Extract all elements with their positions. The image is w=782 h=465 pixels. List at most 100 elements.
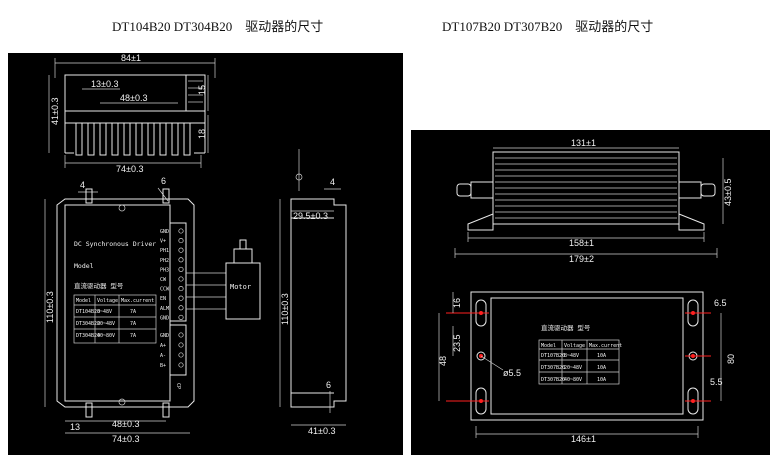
th-model: Model [76,298,91,304]
label-right: 直流驱动器 型号 [541,323,591,332]
cp-label: CP [175,383,181,389]
dim-dia: ø5.5 [503,368,521,378]
th-voltage: Voltage [97,298,118,304]
front-view: 4 6 DC Synchronous Driver Model 直流驱动器 型号… [44,176,261,444]
spec-table-left: Model Voltage Max.current DT104B20 8~48V… [73,294,157,344]
terminal-screw [178,295,184,301]
td: 40~80V [97,333,115,339]
terminal-screw [178,276,184,282]
th-current: Max.current [589,343,622,349]
top-view-right: 131±1 43±0.5 158±1 17 [454,138,733,264]
terminal-label: B+ [160,363,166,369]
dim-15: 15 [197,85,207,95]
td: DT307B20 [541,365,565,371]
terminal-label: PH3 [160,267,169,273]
dim-110-front: 110±0.3 [45,291,55,323]
drawing-panel-right: 131±1 43±0.5 158±1 17 [411,130,770,455]
terminal-screw [178,352,184,358]
terminal-screw [178,305,184,311]
dim-4-side: 4 [330,177,335,187]
td: DT104B20 [76,309,100,315]
dim-48-right: 48 [438,356,448,366]
terminal-screw [178,247,184,253]
drawing-left: 84±1 13±0.3 [44,53,347,444]
dim-179: 179±2 [569,254,594,264]
dim-48-bottom: 48±0.3 [112,419,139,429]
dim-74-bottom: 74±0.3 [112,434,139,444]
dim-18: 18 [197,129,207,139]
motor: Motor [186,239,261,320]
terminal-label: GND [160,229,169,235]
bottom-view-right: 16 23.5 48 ø5.5 6.5 80 5.5 直流驱动器 型号 Mode… [438,291,736,444]
td: 10A [597,353,606,359]
dim-6-5: 6.5 [714,298,727,308]
dim-23-5: 23.5 [452,334,462,352]
drawing-panel-left: 84±1 13±0.3 [8,53,403,455]
terminal-label: V+ [160,239,166,245]
side-view: 4 29.5±0.3 110±0.3 6 41±0.3 [279,149,347,436]
td: 7A [130,333,136,339]
dim-43: 43±0.5 [723,179,733,206]
dim-4-front: 4 [80,180,85,190]
dim-146: 146±1 [571,434,596,444]
dim-16: 16 [452,298,462,308]
dim-158: 158±1 [569,238,594,248]
terminal-screw [178,314,184,320]
drawing-right: 131±1 43±0.5 158±1 17 [438,138,736,444]
th-current: Max.current [121,298,154,304]
terminal-label: GND [160,315,169,321]
th-voltage: Voltage [564,343,585,349]
motor-label: Motor [230,283,251,291]
label-line3: 直流驱动器 型号 [74,281,124,290]
spec-table-right: Model Voltage Max.current DT107B20 8~48V… [538,339,622,385]
td: DT304B20 [76,333,100,339]
td: 8~48V [97,309,112,315]
dim-29-5: 29.5±0.3 [293,211,328,221]
td: 10A [597,365,606,371]
top-view: 84±1 13±0.3 [48,53,216,174]
terminal-label: CW [160,277,167,283]
terminal-screw [178,238,184,244]
dim-74-top: 74±0.3 [116,164,143,174]
terminal-screw [178,332,184,338]
td: 7A [130,309,136,315]
td: 10A [597,377,606,383]
title-right: DT107B20 DT307B20 驱动器的尺寸 [442,19,654,34]
td: DT107B20 [541,353,565,359]
terminal-screw [178,286,184,292]
dim-6-side: 6 [326,380,331,390]
title-left: DT104B20 DT304B20 驱动器的尺寸 [112,19,324,34]
label-line1: DC Synchronous Driver [74,240,156,248]
td: DT304B20 [76,321,100,327]
terminal-label: A- [160,353,166,359]
td: 8~48V [564,353,579,359]
terminal-screw [178,342,184,348]
dim-84: 84±1 [121,53,141,63]
dim-80: 80 [726,354,736,364]
terminal-label: A+ [160,343,166,349]
terminal-label: CCW [160,287,170,293]
dim-13: 13±0.3 [91,79,118,89]
terminal-screw [178,257,184,263]
dim-48: 48±0.3 [120,93,147,103]
dim-110-side: 110±0.3 [280,293,290,325]
terminal-label: GND [160,333,169,339]
terminal-label: ALM [160,306,169,312]
td: 20~48V [97,321,115,327]
th-model: Model [541,343,556,349]
terminal-label: PH1 [160,248,169,254]
dim-41: 41±0.3 [50,98,60,125]
td: 40~80V [564,377,582,383]
dim-5-5: 5.5 [710,377,723,387]
dim-13-bottom: 13 [70,422,80,432]
terminal-label: EN [160,296,166,302]
td: DT307B20 [541,377,565,383]
label-line2: Model [74,262,94,270]
terminal-label: PH2 [160,258,169,264]
terminal-screw [178,362,184,368]
dim-41-side: 41±0.3 [308,426,335,436]
terminal-screw [178,228,184,234]
dim-131: 131±1 [571,138,596,148]
dim-6-front: 6 [161,176,166,186]
